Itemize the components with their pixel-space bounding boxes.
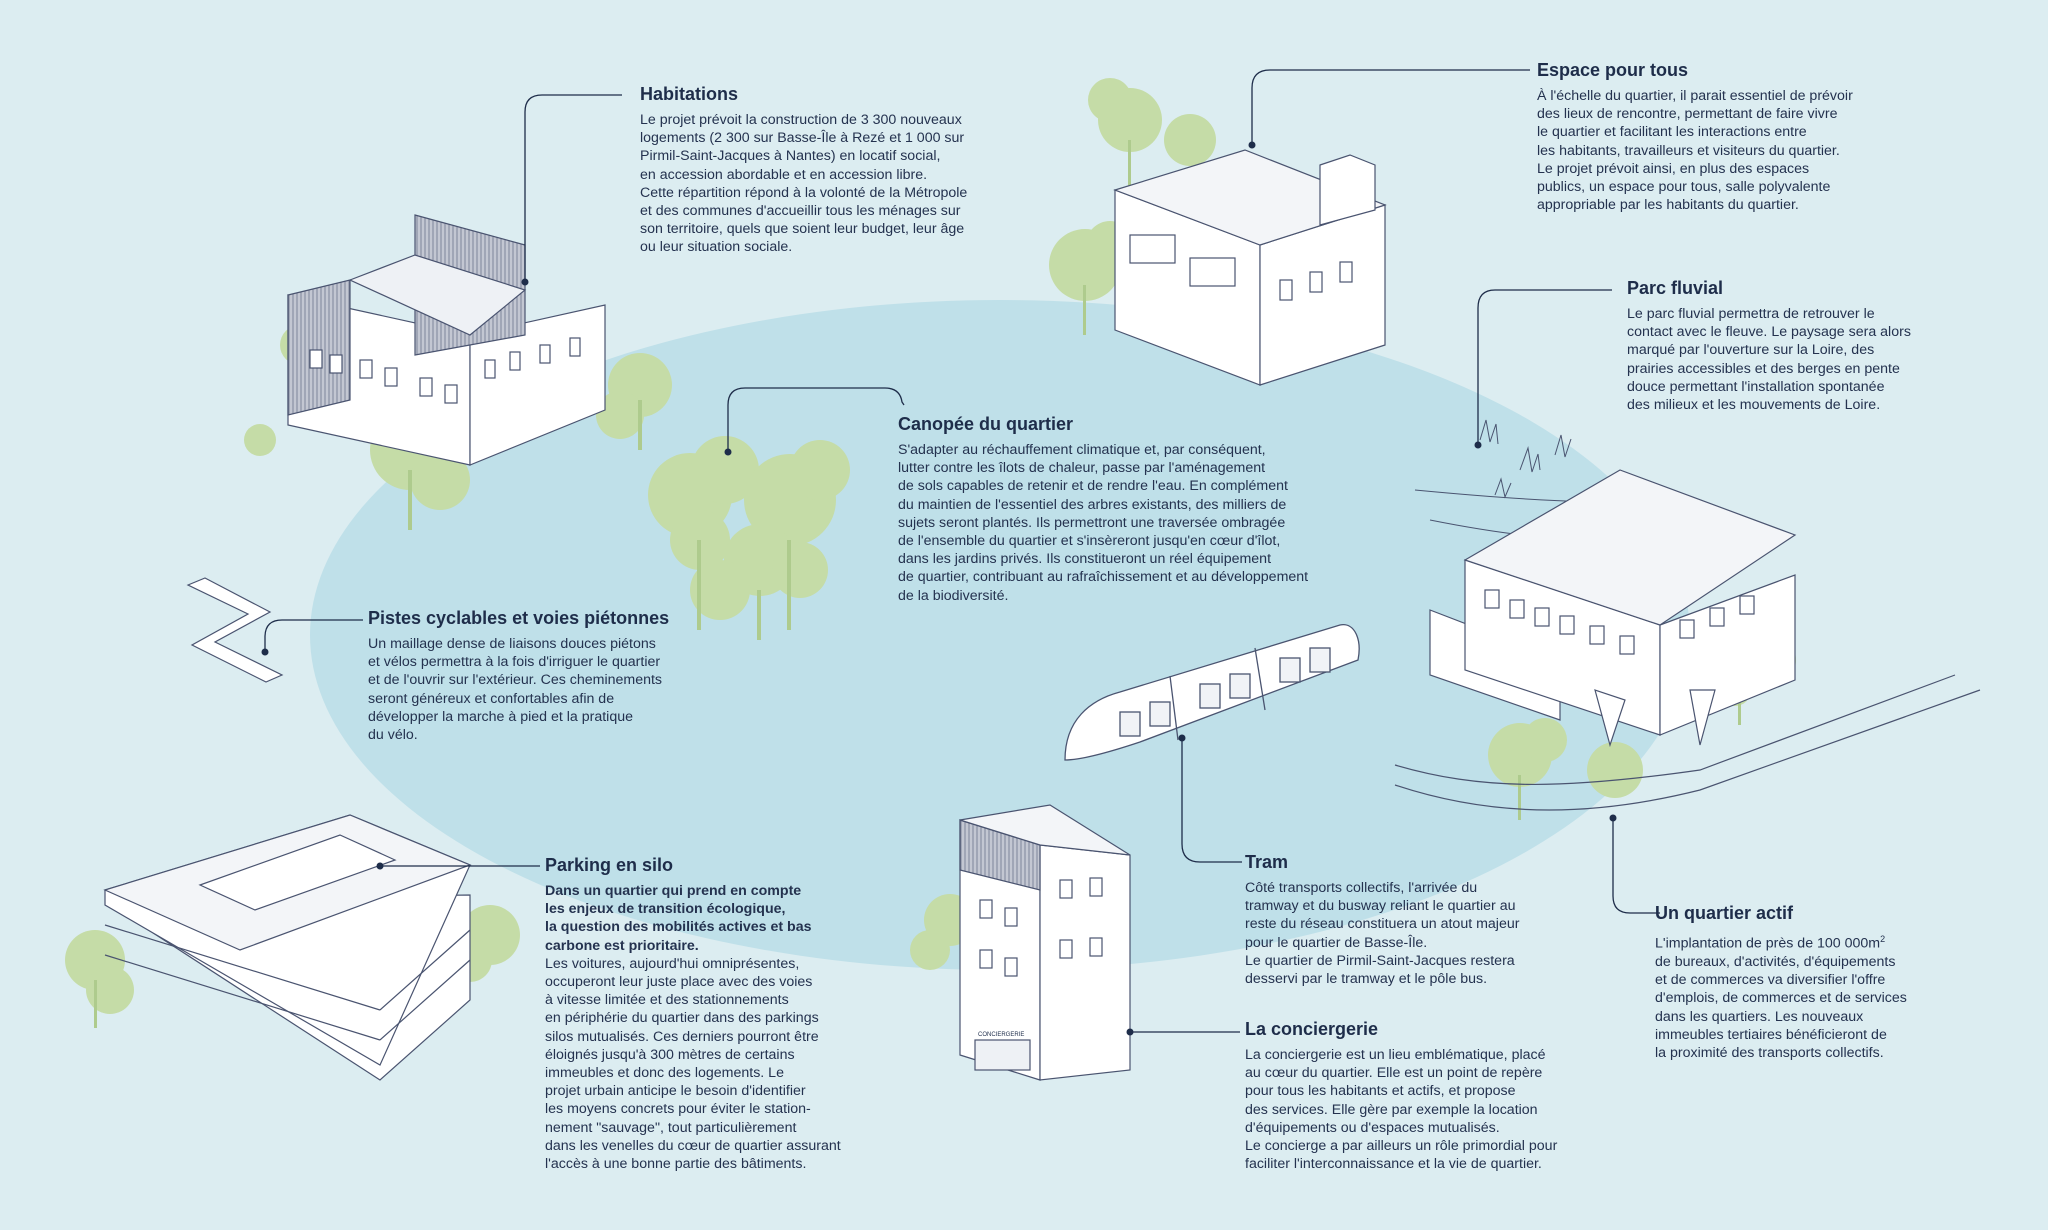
parking-block: Parking en silo Dans un quartier qui pre…: [545, 855, 905, 1173]
parc-fluvial-block: Parc fluvial Le parc fluvial permettra d…: [1627, 278, 2037, 414]
espace-building: [1113, 149, 1387, 386]
espace-trees: [1049, 78, 1216, 335]
callout-lines: [264, 69, 1660, 1033]
canopee-title: Canopée du quartier: [898, 414, 1074, 434]
neighborhood-ellipse: [310, 300, 1690, 970]
habitations-block: Habitations Le projet prévoit la constru…: [640, 84, 1070, 257]
parc-fluvial-text: Le parc fluvial permettra de retrouver l…: [1627, 306, 1911, 414]
conciergerie-title: La conciergerie: [1245, 1019, 1379, 1039]
actif-text-line1-sup: 2: [1880, 934, 1886, 944]
tram-text: Côté transports collectifs, l'arrivée du…: [1245, 880, 1520, 988]
habitations-text: Le projet prévoit la construction de 3 3…: [640, 112, 968, 256]
pistes-text: Un maillage dense de liaisons douces pié…: [368, 636, 663, 744]
parking-building: [103, 814, 472, 1081]
actif-title: Un quartier actif: [1655, 903, 1794, 923]
actif-building: [1394, 469, 1981, 811]
conciergerie-sign: CONCIERGERIE: [978, 1032, 1024, 1038]
habitations-title: Habitations: [640, 84, 739, 104]
callout-dots: [261, 141, 1617, 1036]
conciergerie-block: La conciergerie La conciergerie est un l…: [1245, 1019, 1645, 1173]
actif-text-line1-prefix: L'implantation de près de 100 000m: [1655, 935, 1881, 952]
pistes-block: Pistes cyclables et voies piétonnes Un m…: [368, 608, 748, 744]
espace-block: Espace pour tous À l'échelle du quartier…: [1537, 60, 1967, 214]
parking-lead: Dans un quartier qui prend en compte les…: [545, 883, 812, 954]
habitations-building: [287, 214, 606, 466]
parking-text: Les voitures, aujourd'hui omniprésentes,…: [545, 955, 841, 1173]
actif-text: de bureaux, d'activités, d'équipements e…: [1655, 953, 1907, 1061]
parc-fluvial-title: Parc fluvial: [1627, 278, 1724, 298]
actif-block: Un quartier actif L'implantation de près…: [1655, 903, 2035, 1062]
tram-title: Tram: [1245, 852, 1289, 872]
conciergerie-text: La conciergerie est un lieu emblématique…: [1245, 1047, 1558, 1173]
tram-block: Tram Côté transports collectifs, l'arriv…: [1245, 852, 1625, 988]
actif-text-line1: L'implantation de près de 100 000m2: [1655, 930, 2035, 953]
tram-illustration: [1064, 624, 1360, 761]
parking-title: Parking en silo: [545, 855, 674, 875]
espace-text: À l'échelle du quartier, il parait essen…: [1537, 88, 1853, 214]
canopee-block: Canopée du quartier S'adapter au réchauf…: [898, 414, 1358, 605]
canopy-trees: [648, 436, 850, 640]
conciergerie-building: [959, 804, 1131, 1081]
canopee-text: S'adapter au réchauffement climatique et…: [898, 442, 1309, 604]
bike-path-illustration: [186, 577, 284, 683]
pistes-title: Pistes cyclables et voies piétonnes: [368, 608, 670, 628]
espace-title: Espace pour tous: [1537, 60, 1689, 80]
